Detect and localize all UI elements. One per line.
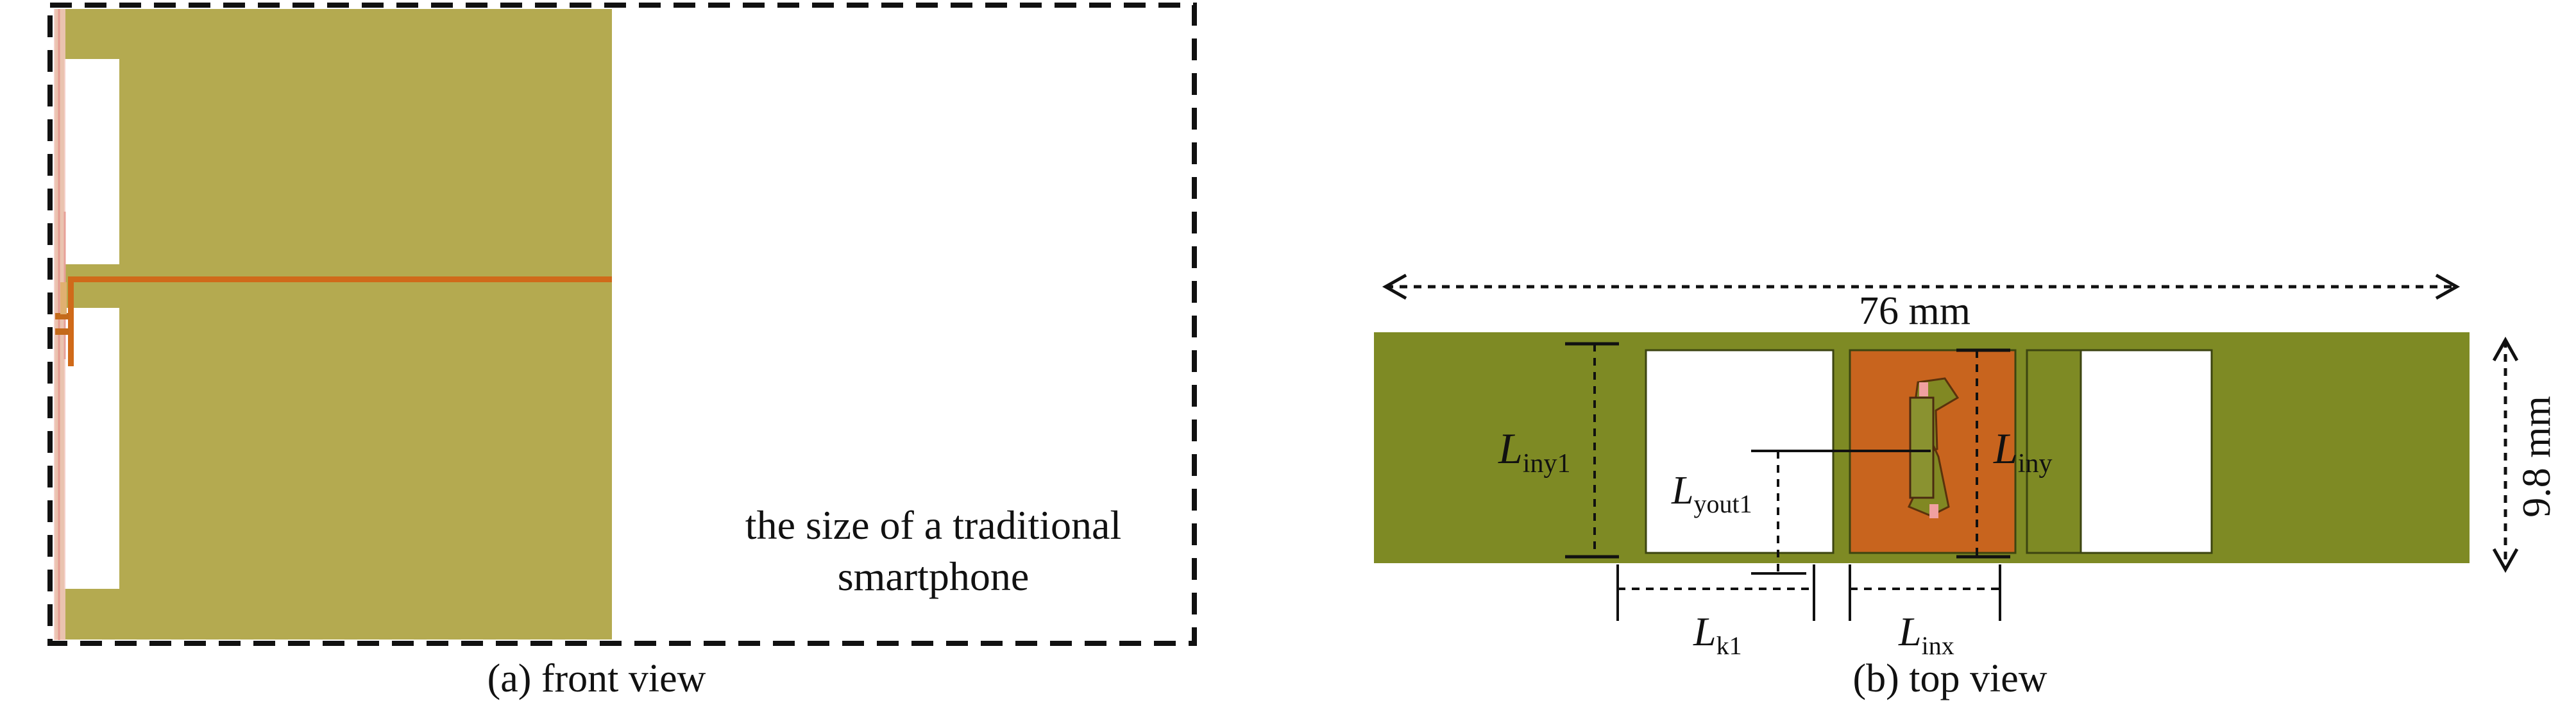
top-view-panel: 76 mm Liny1 Lyout1 L [1374, 287, 2559, 700]
feed-line-vertical [68, 276, 74, 366]
lyout1-label: Lyout1 [1671, 469, 1752, 518]
width-dimension-label: 76 mm [1859, 289, 1970, 333]
front-view-caption: (a) front view [487, 657, 706, 700]
feed-component-2 [55, 328, 69, 335]
front-board [55, 9, 612, 639]
top-view-caption: (b) top view [1852, 657, 2047, 700]
liny-label: Liny [1993, 424, 2053, 479]
height-dimension-label: 9.8 mm [2515, 396, 2559, 517]
feed-component-3 [60, 282, 67, 314]
lk1-label: Lk1 [1693, 609, 1742, 660]
pink-pad-top [1919, 382, 1928, 396]
liny1-label: Liny1 [1498, 424, 1571, 479]
pink-pad-bottom [1929, 504, 1938, 518]
phone-size-note-line1: the size of a traditional [745, 502, 1121, 548]
phone-size-note-line2: smartphone [838, 554, 1030, 599]
linx-label: Linx [1898, 609, 1954, 660]
feed-line [68, 276, 612, 282]
feed-component [55, 313, 69, 319]
upper-slot [64, 59, 119, 264]
right-slot [2080, 349, 2213, 554]
smartphone-size-outline [47, 3, 1197, 646]
front-view-panel: the size of a traditional smartphone (a)… [47, 3, 1197, 700]
center-chip-core [1909, 396, 1935, 499]
